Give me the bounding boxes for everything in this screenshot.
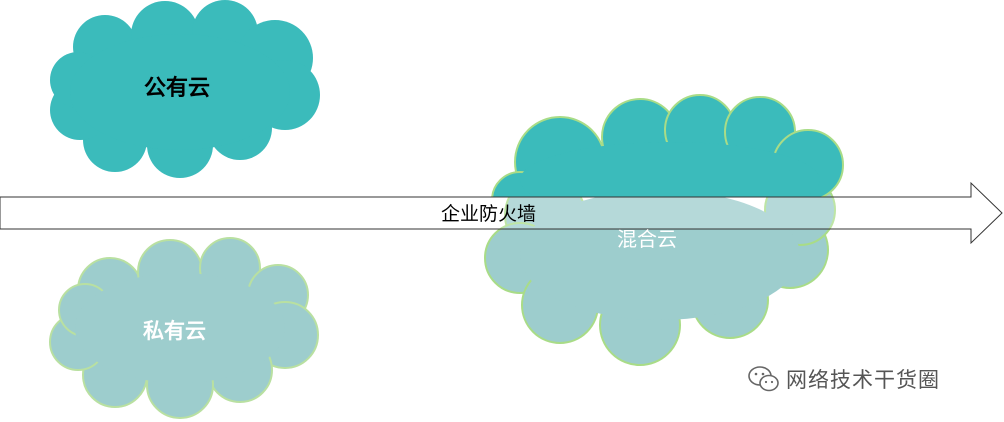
firewall-label: 企业防火墙 [441,203,537,225]
watermark-text: 网络技术干货圈 [786,368,940,392]
hybrid-cloud-label: 混合云 [617,227,677,251]
watermark: 网络技术干货圈 [748,364,940,394]
public-cloud-label: 公有云 [144,76,211,101]
private-cloud-shape [49,237,319,419]
public-cloud-shape [50,0,320,178]
wechat-icon [748,366,779,392]
firewall-arrow [0,181,1003,245]
private-cloud-label: 私有云 [143,319,206,343]
hybrid-cloud-top-shape [491,94,844,197]
